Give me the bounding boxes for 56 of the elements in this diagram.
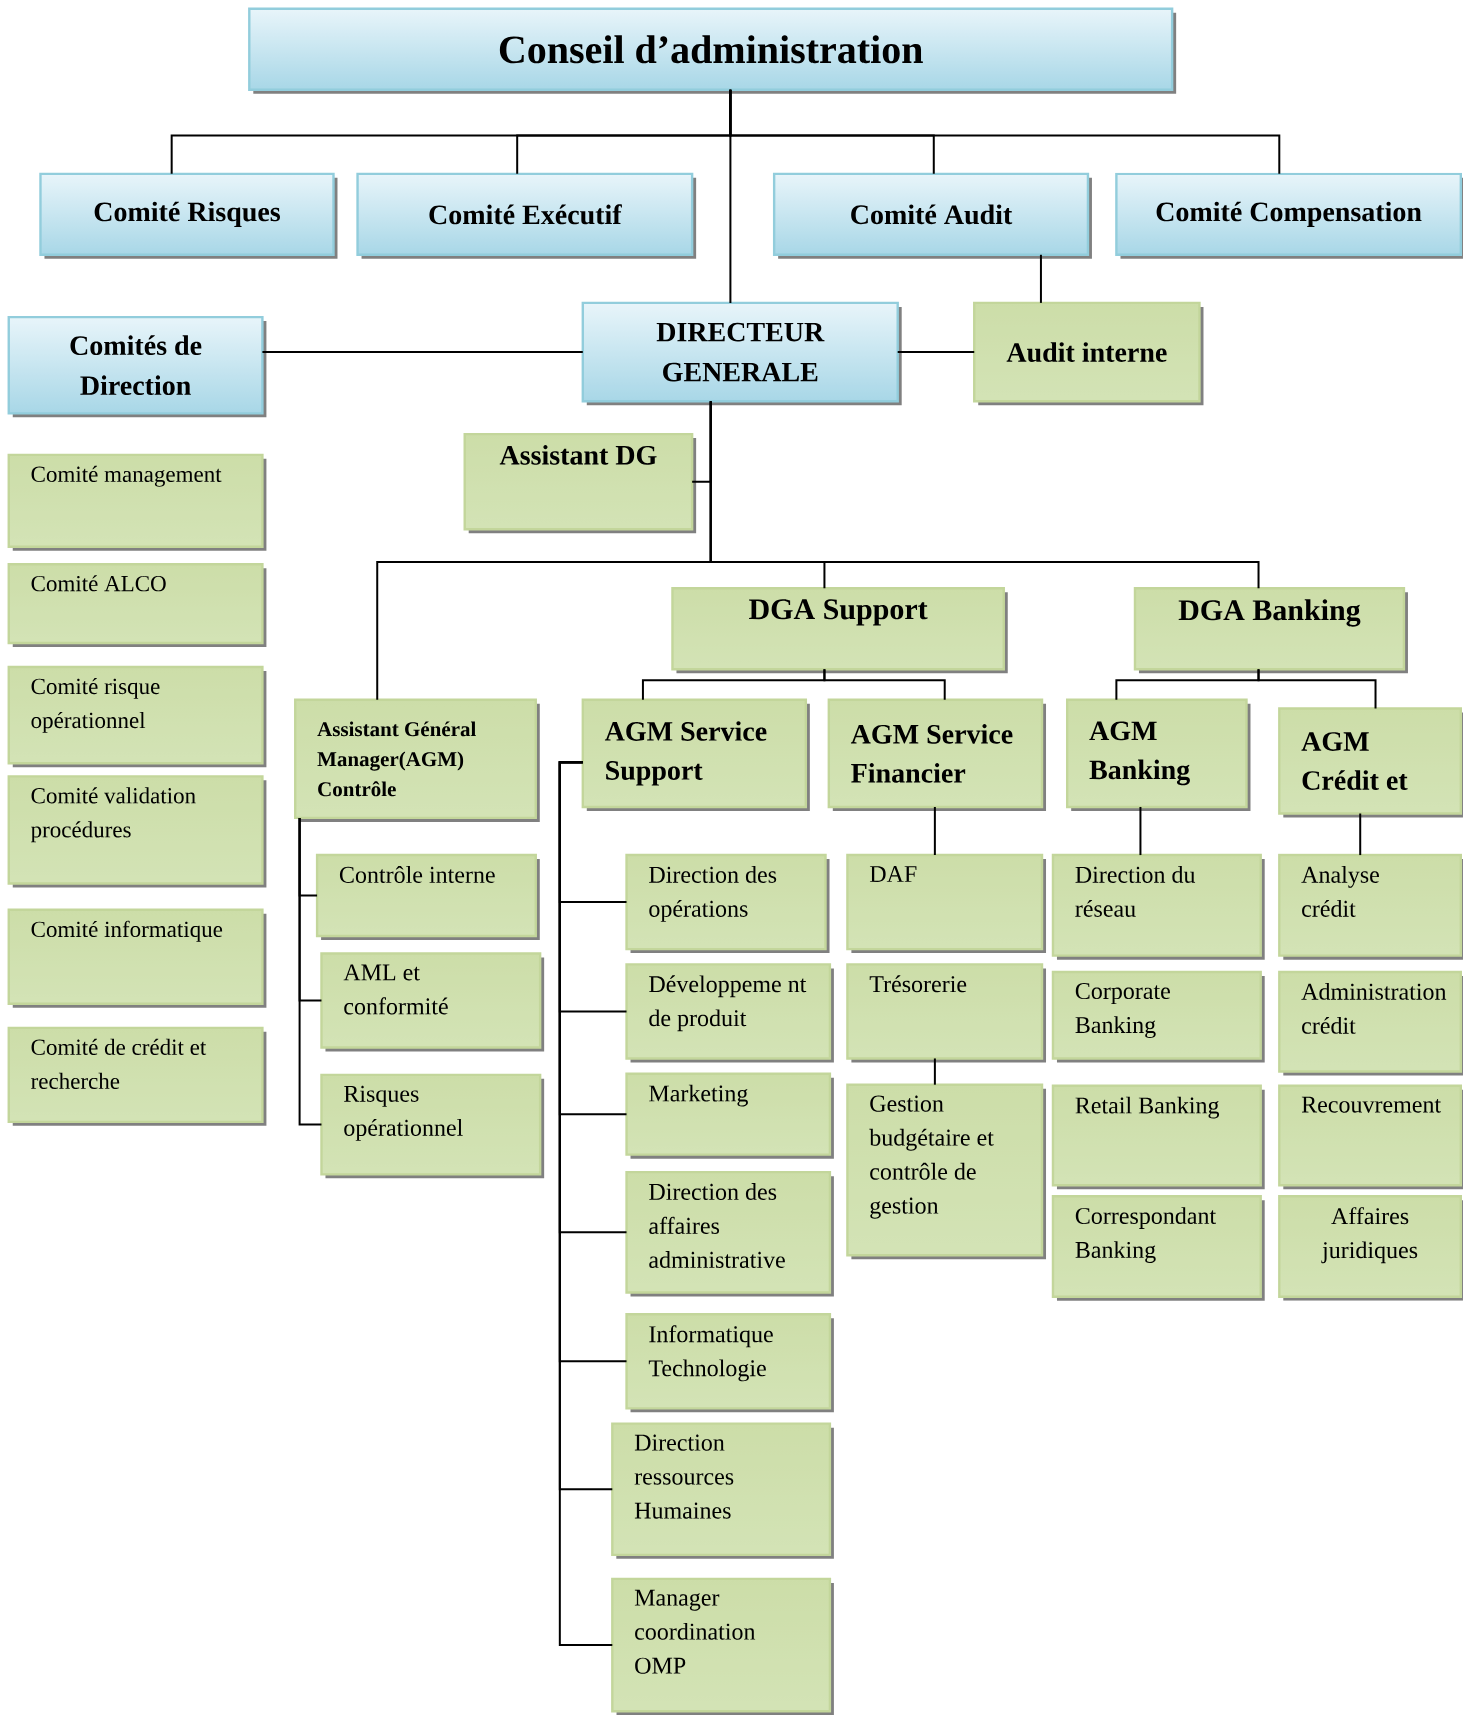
org-box: Administration crédit [1278, 970, 1463, 1076]
org-box: Risques opérationnel [320, 1073, 545, 1179]
connector-line [896, 351, 976, 354]
org-box: Direction des affaires administrative [625, 1170, 834, 1297]
org-box: Comité Audit [772, 172, 1092, 259]
org-box: DAF [846, 853, 1047, 954]
org-box: Développeme nt de produit [625, 963, 834, 1063]
org-box: Gestion budgétaire et contrôle de gestion [846, 1083, 1047, 1260]
org-box: Comité ALCO [7, 563, 267, 647]
org-box: AML et conformité [320, 952, 545, 1052]
org-box: DGA Banking [1133, 587, 1408, 674]
org-box: Manager coordination OMP [611, 1577, 834, 1715]
connector-line [298, 816, 323, 1126]
org-box: Assistant DG [463, 432, 697, 534]
org-box: Comité Risques [39, 172, 338, 259]
connector-line [558, 761, 614, 1647]
org-box: Assistant Général Manager(AGM) Contrôle [294, 698, 540, 822]
connector-line [933, 805, 936, 857]
org-box: Marketing [625, 1072, 834, 1159]
org-box: AGM Crédit et [1278, 707, 1463, 818]
org-box: AGM Service Support [581, 698, 810, 811]
org-box: Conseil d’administration [248, 7, 1177, 94]
connector-line [709, 400, 1260, 590]
org-box: Contrôle interne [315, 853, 540, 940]
org-box: Direction du réseau [1051, 853, 1265, 960]
connector-line [933, 1057, 936, 1086]
org-box: Comité risque opérationnel [7, 665, 267, 768]
org-box: Informatique Technologie [625, 1313, 834, 1413]
org-box: Direction ressources Humaines [611, 1422, 834, 1559]
org-box: Audit interne [973, 301, 1204, 406]
org-box: Correspondant Banking [1051, 1195, 1265, 1301]
org-box: Comité Compensation [1115, 172, 1463, 259]
connector-line [1039, 253, 1042, 304]
org-box: DIRECTEUR GENERALE [581, 301, 902, 406]
connector-line [729, 88, 732, 304]
org-box: Comité de crédit et recherche [7, 1026, 267, 1126]
org-box: Trésorerie [846, 963, 1047, 1063]
connector-line [1257, 668, 1377, 710]
org-box: Corporate Banking [1051, 970, 1265, 1063]
org-box: Comité informatique [7, 908, 267, 1008]
connector-line [1139, 805, 1142, 857]
org-box: Comités de Direction [7, 315, 267, 418]
org-box: Direction des opérations [625, 853, 830, 954]
org-box: Affaires juridiques [1278, 1195, 1463, 1301]
org-box: Comité validation procédures [7, 775, 267, 888]
org-box: Analyse crédit [1278, 853, 1463, 960]
org-box: Retail Banking [1051, 1084, 1265, 1190]
connector-line [1359, 812, 1362, 857]
org-box: DGA Support [671, 587, 1008, 674]
org-box: AGM Banking [1066, 698, 1251, 811]
connector-line [823, 668, 946, 701]
org-box: AGM Service Financier [827, 698, 1047, 811]
connector-line [261, 351, 584, 354]
org-box: Comité management [7, 453, 267, 551]
org-box: Recouvrement [1278, 1084, 1463, 1190]
org-box: Comité Exécutif [356, 172, 697, 259]
